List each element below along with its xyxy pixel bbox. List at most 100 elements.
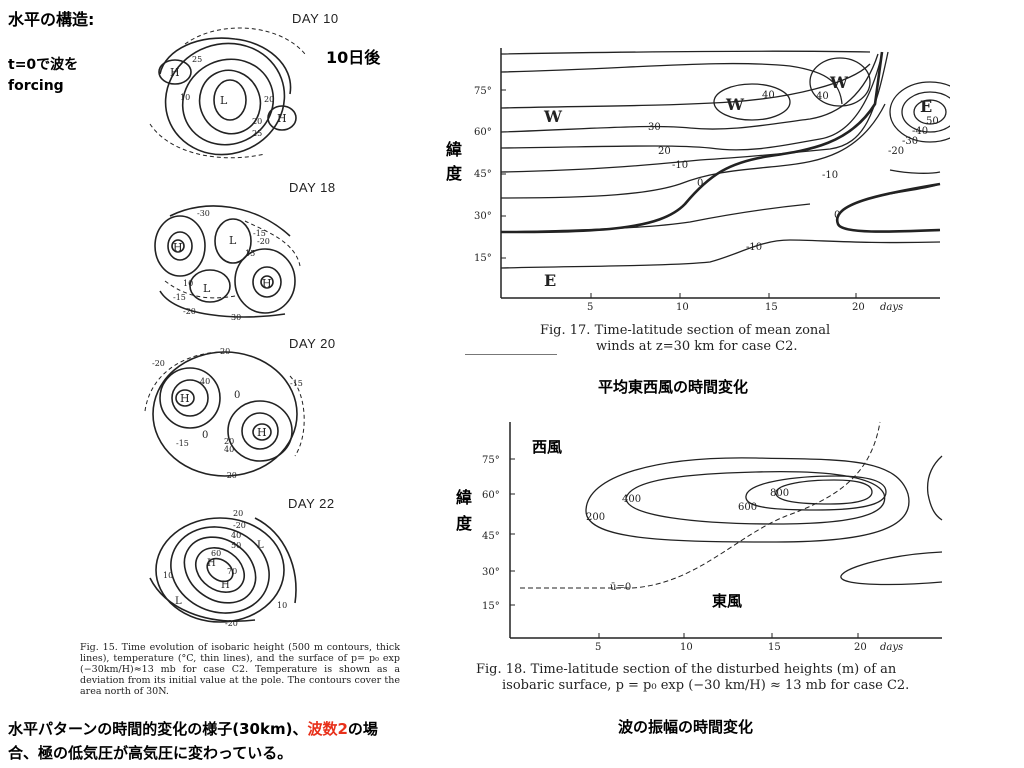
day22-label-3: 50 [231,541,241,550]
day18-label-5: L [203,282,211,295]
day22-label-8: L [175,596,182,607]
fig17-contour-label-5: 0 [697,178,703,189]
day20-label-3: H [180,392,190,405]
fig18-ubar-label: ū=0 [610,582,631,593]
description-suffix: の場 [347,720,378,738]
day18-label-3: L [229,234,237,247]
fig18-xtick-10: 10 [680,642,693,653]
fig18-xtick-15: 15 [768,642,781,653]
fig18-xtick-5: 5 [595,642,601,653]
horizontal-pattern-description-line2: 合、極の低気圧が高気圧に変わっている。 [8,744,293,762]
day22-label-12: -20 [225,619,238,628]
fig17-subtitle: 平均東西風の時間変化 [598,378,749,396]
fig18-contour-label-200: 200 [586,512,605,523]
fig17-region-w-right: W [829,73,849,92]
westerly-label: 西風 [532,438,563,456]
fig17-contour-label-6: -10 [746,242,762,253]
day20-map: 20 -20 40 H H 0 0 -15 20 40 -20 -15 [144,347,305,480]
fig17-chart: 75° 60° 45° 30° 15° 5 10 15 20 days [474,48,950,313]
forcing-note-line2: forcing [8,78,64,94]
fig18-subtitle: 波の振幅の時間変化 [618,718,754,736]
day10-label-2: H [277,112,287,125]
fig17-ytick-30: 30° [474,211,492,222]
day22-label-0: 20 [233,509,243,518]
day20-label-0: 20 [220,347,230,356]
fig17-region-w-center: W [725,95,745,114]
fig18-contour-label-400: 400 [622,494,641,505]
day22-label-11: 10 [277,601,287,610]
day18-map: -30 -15 H L H L 10 -15 -20 30 -20 15 [154,205,301,322]
fig17-contour-label-12: -20 [888,146,904,157]
day20-label-5: 0 [234,390,240,401]
day22-label-1: -20 [233,521,246,530]
day10-label-6: 20 [252,117,262,126]
fig17-xtick-15: 15 [765,302,778,313]
day20-label-9: 40 [224,445,234,454]
fig17-contour-label-3: 20 [658,146,671,157]
day18-label-8: -20 [183,307,196,316]
fig17-contour-label-9: 50 [926,116,939,127]
day20-label-2: 40 [200,377,210,386]
day22-label-6: H [207,558,216,569]
day10-label-0: H [170,66,180,79]
ten-days-after-label: 10日後 [326,48,381,67]
fig17-latitude-char2: 度 [446,164,463,183]
fig17-contour-label-4: -10 [672,160,688,171]
fig18-latitude-char2: 度 [456,514,473,533]
day10-label: DAY 10 [292,11,339,26]
day22-label-4: 60 [211,549,221,558]
fig17-caption-line2: winds at z=30 km for case C2. [596,339,798,354]
fig18-latitude-char1: 緯 [456,488,473,507]
day18-label-7: -15 [173,293,186,302]
fig18-ytick-15: 15° [482,601,500,612]
fig17-xtick-20: 20 [852,302,865,313]
fig17-contour-label-8: 0 [834,210,840,221]
day18-label-9: 30 [231,313,241,322]
fig17-latitude-char1: 緯 [446,140,463,159]
fig18-contour-label-800: 800 [770,488,789,499]
fig17-region-e-bottom: E [544,271,556,290]
fig17-xtick-10: 10 [676,302,689,313]
day20-label-6: 0 [202,430,208,441]
fig18-caption-line2: isobaric surface, p = p₀ exp (−30 km/H) … [502,678,910,693]
day18-label-6: 10 [183,279,193,288]
day10-label-7: 25 [252,129,262,138]
day22-label-10: 10 [163,571,173,580]
day22-label-7: H [221,580,230,591]
day22-label-5: 70 [227,567,237,576]
day10-label-4: 10 [180,93,190,102]
day18-label-1: -15 [253,229,266,238]
day18-label-0: -30 [197,209,210,218]
day20-label-8: 20 [224,437,234,446]
day18-label-2: H [173,241,183,254]
fig18-ytick-30: 30° [482,567,500,578]
day22-label-2: 40 [231,531,241,540]
day10-label-1: L [220,94,228,107]
fig17-region-w-left: W [543,107,563,126]
fig17-caption-line1: Fig. 17. Time-latitude section of mean z… [540,323,831,338]
day22-label: DAY 22 [288,496,335,511]
day18-label-4: H [262,277,272,290]
wavenumber-highlight: 波数2 [307,720,348,738]
day10-label-5: 20 [264,95,274,104]
slide-title: 水平の構造: [8,10,95,29]
fig18-contour-label-600: 600 [738,502,757,513]
fig15-caption: Fig. 15. Time evolution of isobaric heig… [80,642,400,697]
fig17-contour-label-1: 40 [816,91,829,102]
fig17-x-unit: days [880,302,903,313]
day18-label-11: 15 [245,249,255,258]
fig18-caption-line1: Fig. 18. Time-latitude section of the di… [476,662,897,677]
day20-label-1: -20 [152,359,165,368]
fig17-contour-label-2: 30 [648,122,661,133]
fig17-ytick-60: 60° [474,127,492,138]
fig18-ytick-60: 60° [482,490,500,501]
day20-label-4: H [257,426,267,439]
description-prefix: 水平パターンの時間的変化の様子(30km)、 [8,720,308,738]
day20-label-11: -15 [290,379,303,388]
divider [465,354,557,355]
fig17-ytick-45: 45° [474,169,492,180]
fig18-x-unit: days [880,642,903,653]
day10-label-3: 25 [192,55,202,64]
fig17-ytick-15: 15° [474,253,492,264]
day22-map: 20 -20 40 50 60 70 H H L L 10 10 -20 [149,509,297,628]
